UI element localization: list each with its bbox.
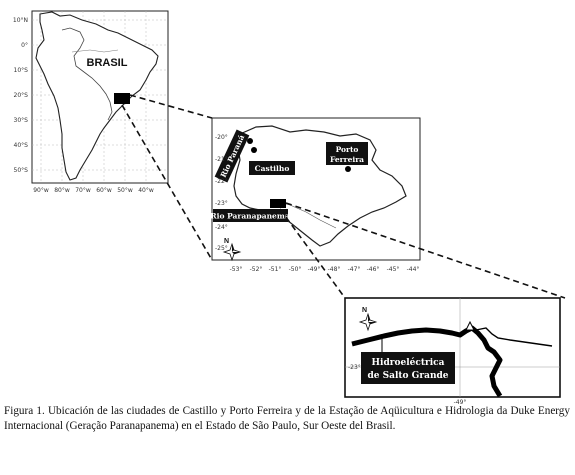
sp-lon-tick: -46° — [367, 266, 380, 273]
svg-text:Rio Paranapanema: Rio Paranapanema — [210, 212, 289, 221]
sp-lon-tick: -49° — [308, 266, 321, 273]
salto-grande-station-label: Hidroeléctrica de Salto Grande — [361, 352, 455, 384]
sa-lat-tick: 10°N — [13, 17, 28, 24]
sp-lon-tick: -44° — [407, 266, 420, 273]
detail-lon-tick: -49° — [454, 399, 467, 406]
south-america-outline — [35, 11, 159, 181]
sa-lon-tick: 40°w — [138, 187, 154, 194]
sp-lat-tick: -22° — [215, 178, 228, 185]
figure-caption: Figura 1. Ubicación de las ciudades de C… — [4, 405, 570, 432]
brazil-border — [61, 27, 113, 121]
sa-lon-tick: 70°w — [75, 187, 91, 194]
porto-ferreira-point — [345, 166, 351, 172]
sao-paulo-state-map: Rio Paraná Castilho Porto Ferreira Rio P… — [210, 117, 421, 273]
castilho-point — [251, 147, 257, 153]
svg-text:de Salto Grande: de Salto Grande — [367, 371, 448, 381]
sp-lat-tick: -21° — [215, 156, 228, 163]
sa-lat-tick: 20°S — [14, 92, 29, 99]
sa-lon-tick: 50°w — [117, 187, 133, 194]
north-arrow-icon — [358, 312, 378, 332]
castilho-point — [247, 138, 253, 144]
sao-paulo-highlight-box — [114, 93, 130, 104]
castilho-label: Castilho — [249, 161, 295, 175]
sa-lon-tick: 90°w — [33, 187, 49, 194]
sp-lon-tick: -53° — [230, 266, 243, 273]
sp-lon-tick: -52° — [250, 266, 263, 273]
porto-ferreira-label: Porto Ferreira — [326, 142, 368, 165]
zoom-connectors-2 — [279, 202, 566, 299]
north-label: N — [224, 238, 229, 245]
dam-icon — [465, 320, 475, 331]
sp-lon-tick: -45° — [387, 266, 400, 273]
sp-lon-tick: -48° — [328, 266, 341, 273]
detail-lat-tick: -23° — [348, 364, 361, 371]
sa-lat-tick: 10°S — [14, 67, 29, 74]
zoom-connectors-1 — [121, 94, 213, 261]
svg-text:Hidroeléctrica: Hidroeléctrica — [372, 357, 445, 368]
north-label: N — [362, 307, 367, 314]
sa-lat-tick: 50°S — [14, 167, 29, 174]
sa-lon-tick: 60°w — [96, 187, 112, 194]
north-arrow-icon — [222, 242, 242, 262]
sp-lat-tick: -20° — [215, 134, 228, 141]
sa-lat-tick: 0° — [21, 42, 28, 49]
sp-lat-tick: -24° — [215, 224, 228, 231]
sp-lat-tick: -23° — [215, 200, 228, 207]
sp-lon-tick: -51° — [269, 266, 282, 273]
sp-lat-tick: -25° — [215, 245, 228, 252]
salto-grande-highlight-box — [270, 199, 286, 208]
svg-text:Castilho: Castilho — [255, 164, 290, 173]
sp-lon-tick: -50° — [289, 266, 302, 273]
sp-lon-tick: -47° — [348, 266, 361, 273]
svg-text:Ferreira: Ferreira — [330, 155, 364, 164]
brasil-label: BRASIL — [87, 57, 128, 69]
sa-lat-tick: 30°S — [14, 117, 29, 124]
sa-lon-tick: 80°w — [54, 187, 70, 194]
rio-paranapanema-label: Rio Paranapanema — [210, 209, 290, 222]
salto-grande-detail-map: Hidroeléctrica de Salto Grande N -23° -4… — [344, 297, 561, 406]
south-america-map: BRASIL 10°N 0° 10°S 20°S 30°S 40°S 50°S … — [13, 10, 169, 194]
sa-lat-tick: 40°S — [14, 142, 29, 149]
svg-text:Porto: Porto — [336, 145, 359, 154]
